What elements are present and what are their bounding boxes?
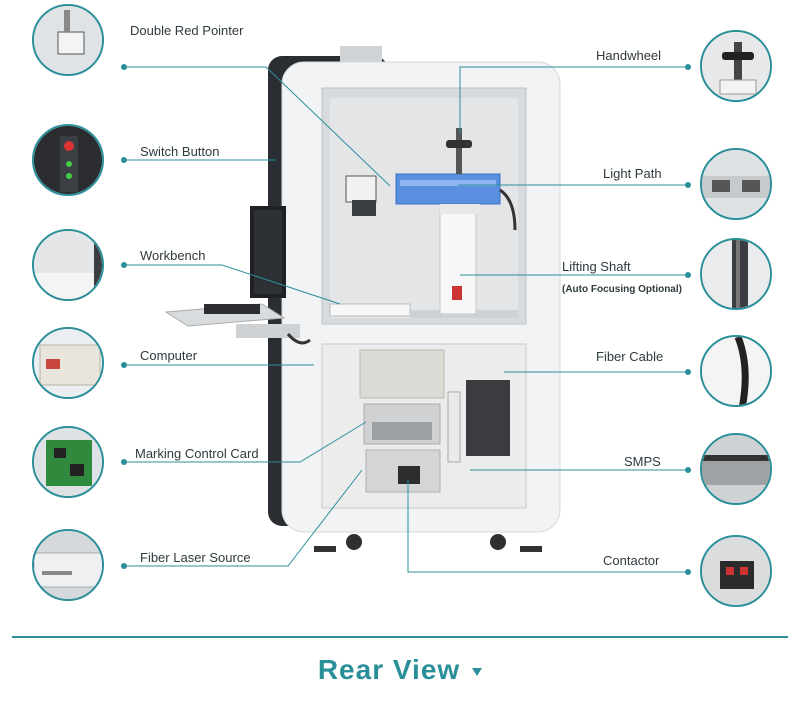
label-computer: Computer [140, 348, 198, 363]
label-lifting-shaft-note: (Auto Focusing Optional) [562, 284, 682, 295]
detail-smps [700, 433, 772, 505]
detail-computer [32, 327, 104, 399]
red-pointer-box [345, 175, 377, 203]
detail-contactor [700, 535, 772, 607]
label-fiber-cable: Fiber Cable [596, 349, 664, 364]
label-light-path: Light Path [603, 166, 662, 181]
detail-workbench [32, 229, 104, 301]
label-marking-control-card: Marking Control Card [135, 446, 259, 461]
label-handwheel: Handwheel [596, 48, 662, 63]
detail-handwheel [700, 30, 772, 102]
work-plate [329, 303, 411, 317]
detail-marking-control-card [32, 426, 104, 498]
detail-light-path [700, 148, 772, 220]
footer-title-text: Rear View [317, 654, 461, 685]
footer-divider [12, 636, 788, 638]
detail-fiber-cable [700, 335, 772, 407]
down-triangle-icon [472, 667, 483, 676]
label-double-red-pointer: Double Red Pointer [130, 23, 244, 38]
label-fiber-laser-source: Fiber Laser Source [140, 550, 251, 565]
detail-fiber-laser-source [32, 529, 104, 601]
label-lifting-shaft: Lifting Shaft [562, 259, 631, 274]
label-contactor: Contactor [603, 553, 660, 568]
label-workbench: Workbench [140, 248, 206, 263]
detail-double-red-pointer [32, 4, 104, 76]
laser-head [395, 173, 501, 205]
detail-switch-button [32, 124, 104, 196]
footer-title: Rear View [0, 654, 800, 686]
lifting-column [439, 209, 477, 315]
detail-lifting-shaft [700, 238, 772, 310]
label-smps: SMPS [624, 454, 661, 469]
label-switch-button: Switch Button [140, 144, 220, 159]
